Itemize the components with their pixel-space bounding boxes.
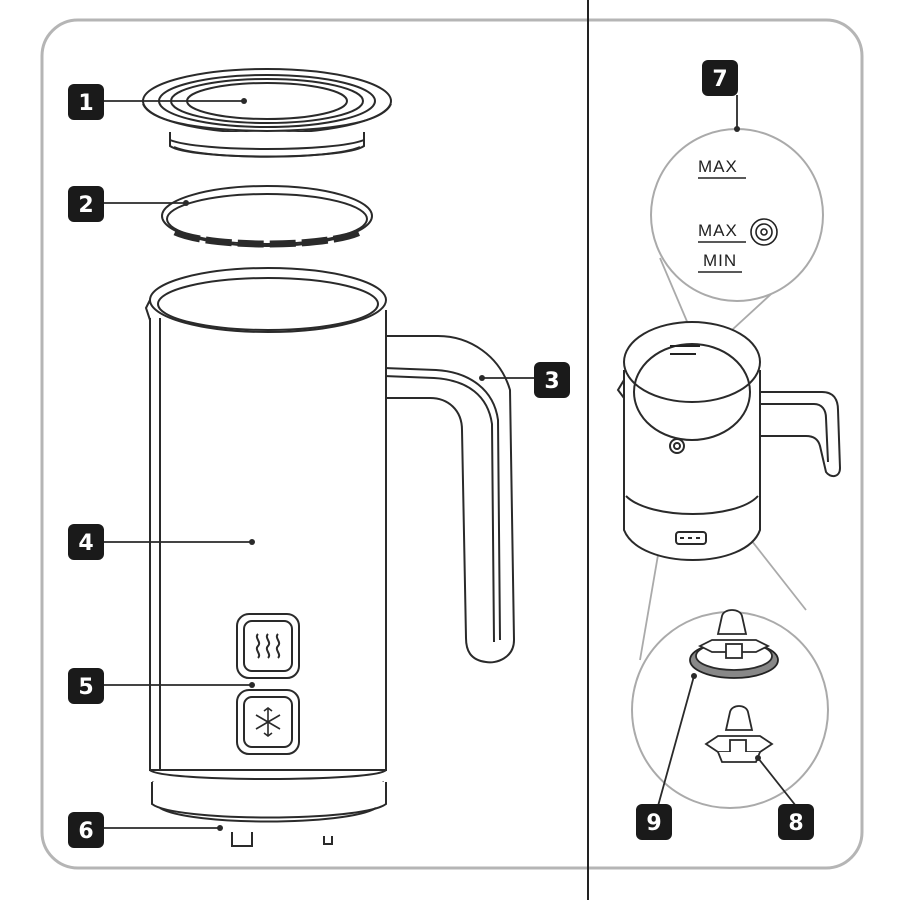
svg-text:2: 2: [78, 193, 93, 218]
heat-waves-icon: [255, 633, 281, 659]
callout-6-badge: 6: [68, 812, 104, 848]
max-froth-label: MAX: [698, 221, 738, 240]
whisk-with-spring: [689, 609, 779, 679]
diagram-frame: [40, 18, 864, 870]
max-min-markings: MAX MAX MIN: [698, 157, 746, 273]
svg-text:6: 6: [78, 819, 93, 844]
snowflake-icon: [255, 707, 281, 737]
callout-8-badge: 8: [778, 804, 814, 840]
min-label: MIN: [703, 251, 737, 270]
max-top-label: MAX: [698, 157, 738, 176]
lid-seal: [161, 185, 373, 248]
svg-text:8: 8: [788, 811, 803, 836]
callout-7-badge: 7: [702, 60, 738, 96]
jug-mini-markings: [670, 345, 700, 355]
svg-text:4: 4: [78, 531, 93, 556]
leader-dots-left: [183, 98, 485, 831]
callout-1-badge: 1: [68, 84, 104, 120]
svg-text:3: 3: [544, 369, 559, 394]
callout-5-badge: 5: [68, 668, 104, 704]
svg-text:5: 5: [78, 675, 93, 700]
leader-lines-right: [657, 95, 797, 807]
froth-circle-icon: [750, 218, 778, 246]
lid: [142, 68, 392, 158]
svg-text:1: 1: [78, 91, 93, 116]
small-jug: [616, 321, 842, 561]
handle: [383, 335, 516, 664]
whisk-without-spring: [704, 705, 774, 763]
svg-text:9: 9: [646, 811, 661, 836]
leader-lines-left: [104, 100, 534, 829]
callout-2-badge: 2: [68, 186, 104, 222]
callout-4-badge: 4: [68, 524, 104, 560]
leader-dots-right: [691, 126, 761, 761]
callout-9-badge: 9: [636, 804, 672, 840]
callout-3-badge: 3: [534, 362, 570, 398]
jug-body: [144, 267, 387, 847]
svg-text:7: 7: [712, 67, 727, 92]
markings-zoom-circle: [650, 128, 824, 302]
